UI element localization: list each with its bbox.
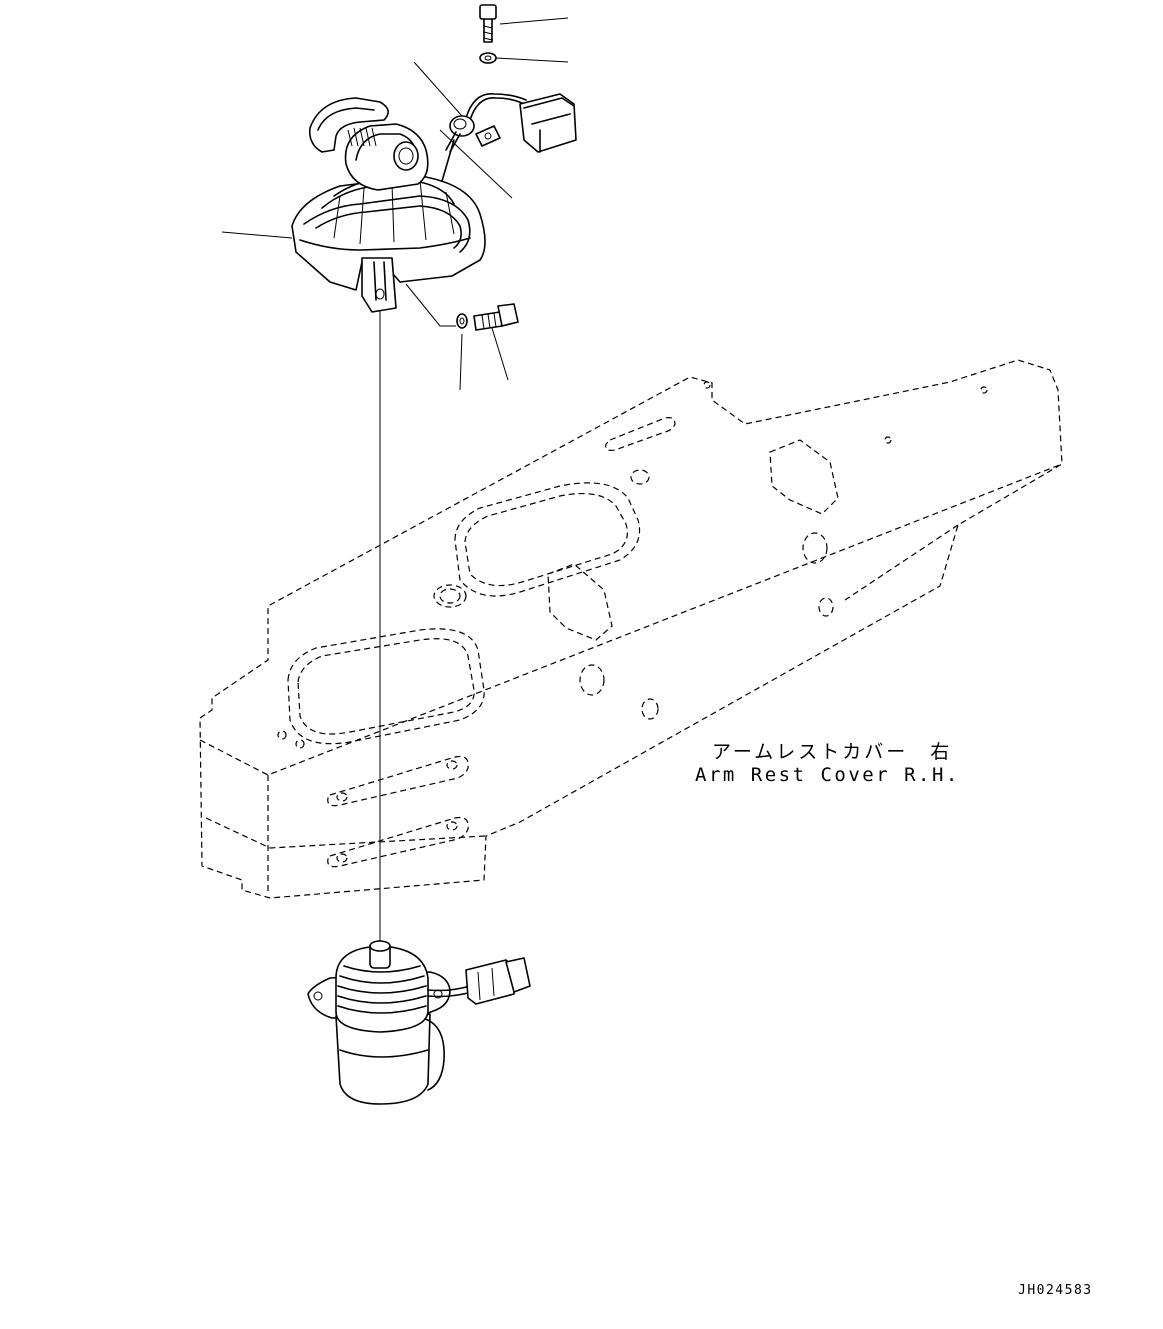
drawing-code: JH024583 xyxy=(1018,1283,1093,1298)
mid-washer xyxy=(456,313,468,329)
armrest-cover xyxy=(199,359,1063,899)
leader-lines xyxy=(221,17,569,391)
top-bolt xyxy=(479,4,497,43)
part-name-english: Arm Rest Cover R.H. xyxy=(695,764,960,786)
joystick-lever xyxy=(291,97,486,313)
top-washer xyxy=(479,52,497,64)
wire-connector-top xyxy=(439,93,577,189)
control-switch xyxy=(307,940,531,1105)
mid-bolt xyxy=(473,303,519,331)
part-name-japanese: アームレストカバー 右 xyxy=(712,741,953,763)
